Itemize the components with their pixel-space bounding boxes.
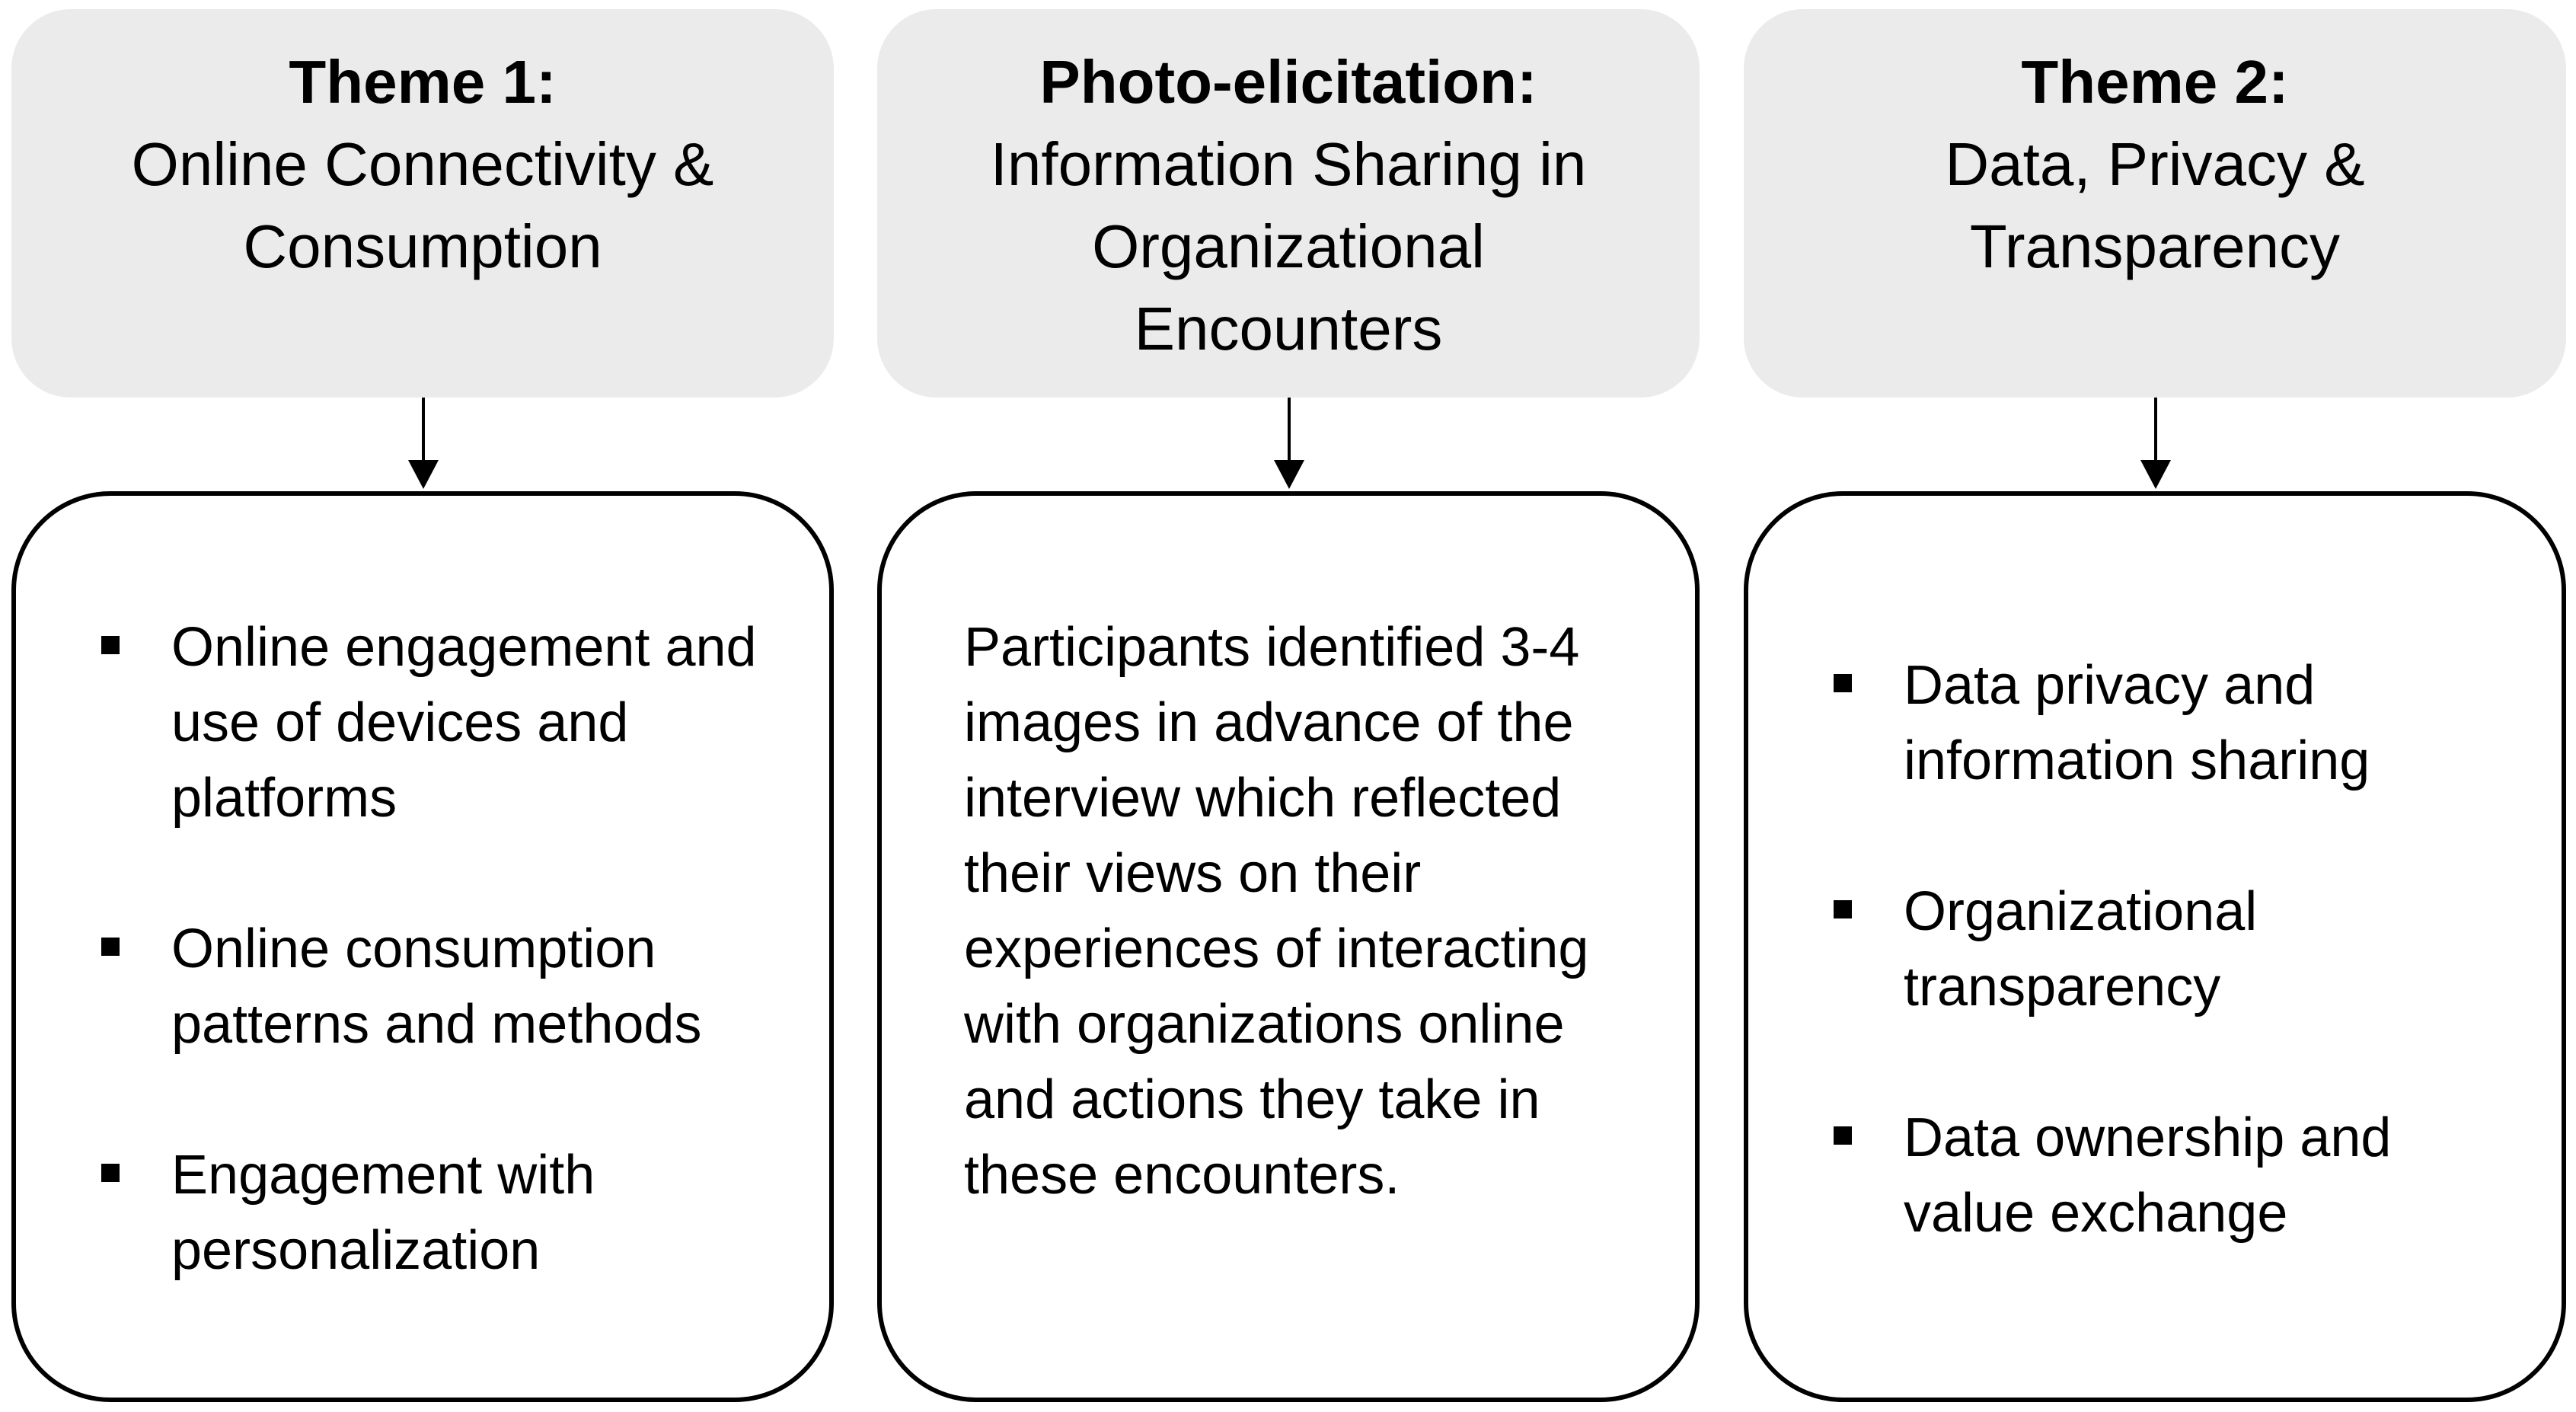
theme-1-content-box: Online engagement and use of devices and… — [11, 491, 834, 1402]
theme-2-header: Theme 2: Data, Privacy & Transparency — [1744, 9, 2566, 398]
list-item: Engagement with personalization — [16, 1138, 829, 1289]
theme-2-subtitle: Data, Privacy & Transparency — [1945, 130, 2365, 280]
list-item-text: Organizational transparency — [1904, 881, 2258, 1017]
theme-1-header: Theme 1: Online Connectivity & Consumpti… — [11, 9, 834, 398]
list-item: Online engagement and use of devices and… — [16, 610, 829, 836]
photo-elicitation-title: Photo-elicitation: — [1039, 48, 1537, 116]
list-item-text: Online consumption patterns and methods — [171, 918, 702, 1055]
theme-2-content-box: Data privacy and information sharing Org… — [1744, 491, 2566, 1402]
bullet-square-icon — [1834, 900, 1852, 918]
list-item: Data ownership and value exchange — [1748, 1101, 2562, 1251]
bullet-square-icon — [1834, 1126, 1852, 1145]
bullet-square-icon — [101, 636, 120, 654]
photo-elicitation-content-box: Participants identified 3-4 images in ad… — [877, 491, 1700, 1402]
list-item-text: Data ownership and value exchange — [1904, 1107, 2392, 1244]
list-item: Data privacy and information sharing — [1748, 648, 2562, 799]
theme-1-arrow — [408, 398, 439, 489]
photo-elicitation-description: Participants identified 3-4 images in ad… — [964, 617, 1589, 1206]
photo-elicitation-subtitle: Information Sharing in Organizational En… — [990, 130, 1587, 363]
theme-2-bullet-list: Data privacy and information sharing Org… — [1748, 648, 2562, 1327]
list-item-text: Online engagement and use of devices and… — [171, 617, 757, 829]
photo-elicitation-column: Photo-elicitation: Information Sharing i… — [877, 0, 1700, 1412]
theme-2-title: Theme 2: — [2021, 48, 2289, 116]
bullet-square-icon — [1834, 674, 1852, 692]
list-item-text: Engagement with personalization — [171, 1145, 595, 1281]
list-item: Organizational transparency — [1748, 874, 2562, 1025]
list-item-text: Data privacy and information sharing — [1904, 655, 2370, 791]
theme-1-title: Theme 1: — [289, 48, 557, 116]
theme-1-subtitle: Online Connectivity & Consumption — [131, 130, 714, 280]
theme-1-column: Theme 1: Online Connectivity & Consumpti… — [11, 0, 834, 1412]
photo-elicitation-header: Photo-elicitation: Information Sharing i… — [877, 9, 1700, 398]
theme-2-arrow — [2140, 398, 2171, 489]
bullet-square-icon — [101, 938, 120, 956]
theme-2-column: Theme 2: Data, Privacy & Transparency Da… — [1744, 0, 2566, 1412]
theme-1-bullet-list: Online engagement and use of devices and… — [16, 610, 829, 1364]
photo-elicitation-arrow — [1274, 398, 1304, 489]
bullet-square-icon — [101, 1164, 120, 1182]
list-item: Online consumption patterns and methods — [16, 912, 829, 1062]
